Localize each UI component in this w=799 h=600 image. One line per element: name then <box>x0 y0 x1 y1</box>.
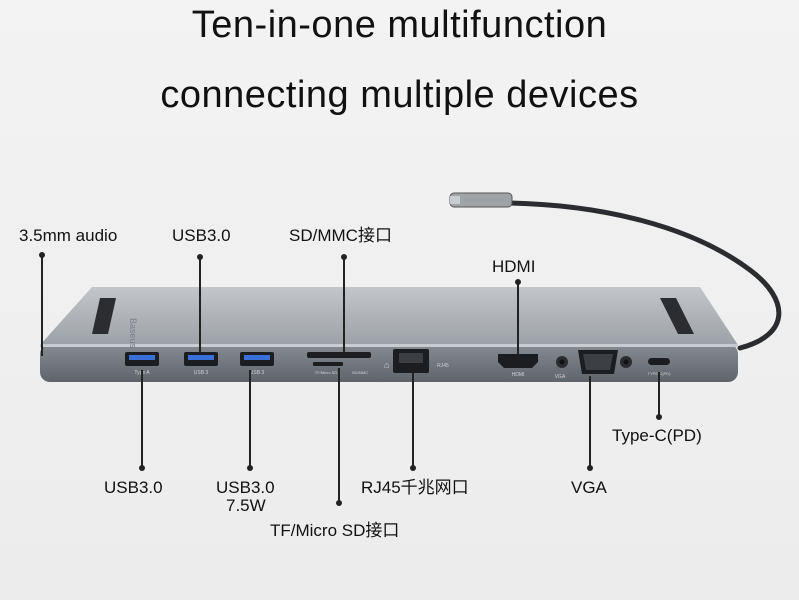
leader-tf <box>338 368 340 504</box>
leader-vga <box>589 376 591 468</box>
hub-top-face <box>40 287 738 345</box>
leader-rj45-dot <box>410 465 416 471</box>
label-sd-mmc: SD/MMC接口 <box>289 226 392 245</box>
network-icon: ⌂ <box>384 360 389 370</box>
left-rubber-foot <box>92 298 116 334</box>
right-rubber-foot <box>660 298 694 334</box>
sd-slot-mark: SD/MMC <box>352 370 368 375</box>
label-usb-75-line2: 7.5W <box>226 496 266 515</box>
type-c-port <box>648 358 670 365</box>
leader-typec <box>658 372 660 418</box>
headline-line-2: connecting multiple devices <box>160 74 639 116</box>
label-vga: VGA <box>571 478 607 497</box>
leader-usb-bottom-dot <box>139 465 145 471</box>
leader-rj45 <box>412 372 414 468</box>
label-typec: Type-C(PD) <box>612 426 702 445</box>
hdmi-port <box>498 354 538 368</box>
leader-hdmi-dot <box>515 279 521 285</box>
usb-port-2-mark: USB 3 <box>194 370 209 376</box>
label-audio: 3.5mm audio <box>19 226 118 245</box>
usb-port-3-mark: USB 3 <box>250 370 265 376</box>
sd-card-slot <box>307 352 371 358</box>
tf-slot-mark: TF/Micro SD <box>315 370 338 375</box>
usb-c-cable <box>507 200 782 351</box>
rj45-mark: RJ45 <box>437 363 449 369</box>
leader-tf-dot <box>336 500 342 506</box>
tf-card-slot <box>313 362 343 366</box>
label-hdmi: HDMI <box>492 257 536 276</box>
headline-line-1: Ten-in-one multifunction <box>191 4 608 46</box>
leader-audio <box>41 256 43 356</box>
leader-sd <box>343 258 345 354</box>
leader-usb-top <box>199 258 201 354</box>
brand-text: Baseus <box>128 318 138 349</box>
leader-sd-dot <box>341 254 347 260</box>
leader-usb-75-dot <box>247 465 253 471</box>
vga-mark: VGA <box>555 374 566 380</box>
leader-usb-top-dot <box>197 254 203 260</box>
leader-audio-dot <box>39 252 45 258</box>
label-usb-75-line1: USB3.0 <box>216 478 275 497</box>
hdmi-mark: HDMI <box>512 372 525 378</box>
label-usb-bottom: USB3.0 <box>104 478 163 497</box>
leader-vga-dot <box>587 465 593 471</box>
label-usb-top: USB3.0 <box>172 226 231 245</box>
leader-hdmi <box>517 283 519 356</box>
leader-typec-dot <box>656 414 662 420</box>
label-rj45: RJ45千兆网口 <box>361 478 469 497</box>
label-tf: TF/Micro SD接口 <box>270 521 400 540</box>
leader-usb-bottom <box>141 370 143 468</box>
leader-usb-75 <box>249 370 251 468</box>
